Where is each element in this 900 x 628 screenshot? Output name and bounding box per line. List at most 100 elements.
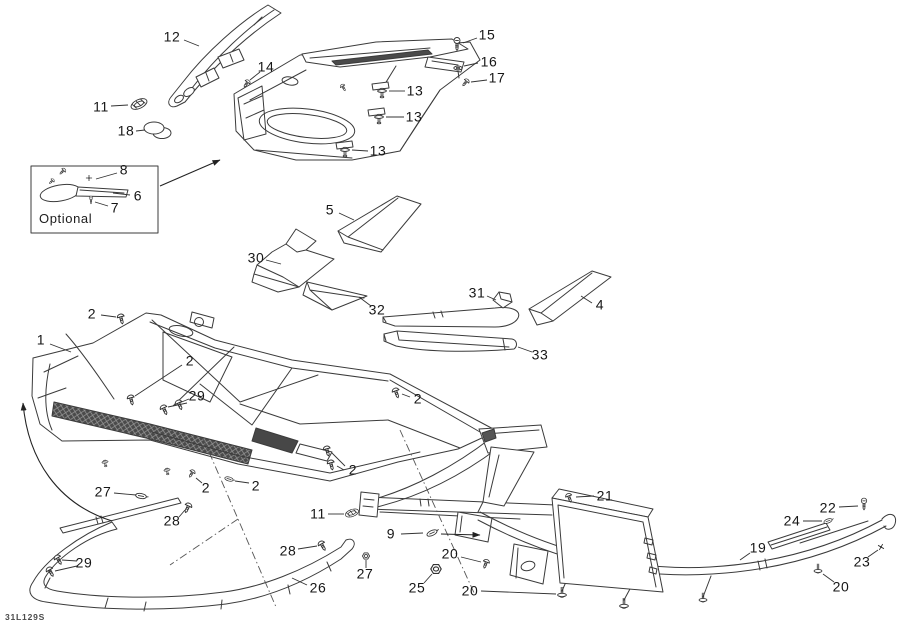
callout-11: 11 bbox=[93, 99, 109, 115]
callout-28: 28 bbox=[164, 513, 181, 529]
callout-22: 22 bbox=[820, 500, 837, 516]
fastener-boltdown bbox=[813, 563, 823, 574]
callout-26: 26 bbox=[310, 580, 327, 596]
fastener-screw bbox=[186, 468, 197, 480]
direction-arrow bbox=[20, 402, 113, 522]
callout-29: 29 bbox=[189, 388, 206, 404]
part-26-front-bumper bbox=[29, 521, 355, 612]
leader-line bbox=[135, 129, 146, 132]
callout-29: 29 bbox=[76, 555, 93, 571]
fastener-screw bbox=[460, 77, 471, 89]
part-1-bottom-pan bbox=[31, 311, 498, 482]
callout-20: 20 bbox=[462, 583, 479, 599]
callout-13: 13 bbox=[370, 143, 387, 159]
fastener-screw bbox=[115, 312, 127, 326]
fastener-vscrew bbox=[88, 195, 94, 205]
fastener-clip bbox=[134, 492, 150, 501]
callout-33: 33 bbox=[532, 347, 549, 363]
callout-18: 18 bbox=[118, 123, 135, 139]
leader-line bbox=[822, 573, 835, 583]
part-4-deflector bbox=[528, 270, 612, 326]
callout-11: 11 bbox=[310, 506, 326, 522]
leader-line bbox=[291, 577, 308, 586]
callout-2: 2 bbox=[349, 462, 357, 478]
leader-line bbox=[867, 549, 879, 558]
fastener-screw bbox=[57, 166, 68, 177]
part-33-strip bbox=[383, 330, 517, 352]
cap-18 bbox=[143, 121, 172, 139]
callout-25: 25 bbox=[409, 580, 426, 596]
diagram-code: 31L129S bbox=[5, 612, 46, 622]
fastener-clip bbox=[223, 475, 236, 483]
callout-7: 7 bbox=[111, 200, 119, 216]
leader-line bbox=[351, 149, 369, 152]
fastener-grommet bbox=[344, 507, 360, 519]
callout-2: 2 bbox=[186, 353, 194, 369]
leader-line bbox=[358, 296, 372, 307]
leader-line bbox=[338, 212, 355, 221]
leader-line bbox=[462, 37, 478, 44]
callout-31: 31 bbox=[469, 285, 486, 301]
leader-line bbox=[838, 505, 859, 508]
callout-28: 28 bbox=[280, 543, 297, 559]
callout-24: 24 bbox=[784, 513, 801, 529]
leader-line bbox=[61, 559, 78, 562]
callout-32: 32 bbox=[369, 302, 386, 318]
leader-line bbox=[195, 477, 203, 484]
callout-2: 2 bbox=[202, 480, 210, 496]
leader-line bbox=[463, 62, 479, 67]
fastener-clip bbox=[822, 516, 835, 525]
leader-line bbox=[183, 39, 200, 47]
alignment-dash-line bbox=[169, 518, 239, 566]
fastener-grommet bbox=[128, 95, 150, 113]
callout-8: 8 bbox=[120, 162, 128, 178]
callout-4: 4 bbox=[596, 297, 604, 313]
leader-line bbox=[178, 398, 190, 404]
leader-line bbox=[575, 495, 595, 498]
leader-line bbox=[249, 71, 261, 81]
console-top-panel bbox=[233, 38, 481, 161]
part-5-deflector bbox=[337, 195, 422, 253]
callout-1: 1 bbox=[37, 332, 45, 348]
leader-line bbox=[167, 402, 188, 408]
part-12-windshield-support bbox=[168, 4, 282, 108]
fastener-clip bbox=[425, 527, 441, 538]
leader-line bbox=[423, 573, 433, 584]
callout-13: 13 bbox=[406, 109, 423, 125]
callout-15: 15 bbox=[479, 27, 496, 43]
leader-line bbox=[113, 492, 137, 496]
alignment-dash-line bbox=[399, 429, 476, 596]
fastener-stud bbox=[101, 459, 110, 468]
fastener-screw bbox=[316, 539, 329, 553]
optional-kit-box bbox=[30, 165, 159, 234]
leader-line bbox=[480, 590, 557, 595]
leader-line bbox=[100, 314, 117, 318]
leader-line bbox=[234, 480, 250, 484]
callout-6: 6 bbox=[134, 188, 142, 204]
leader-line bbox=[49, 343, 72, 353]
callout-13: 13 bbox=[407, 83, 424, 99]
leader-line bbox=[134, 364, 183, 397]
leader-line bbox=[331, 452, 346, 467]
leader-line bbox=[460, 556, 482, 563]
part-32-deflector bbox=[302, 281, 368, 311]
leader-line bbox=[486, 295, 497, 301]
fastener-screw bbox=[480, 557, 492, 570]
callout-14: 14 bbox=[258, 59, 275, 75]
callout-21: 21 bbox=[597, 488, 614, 504]
rear-side-panel bbox=[509, 488, 664, 593]
fastener-washer bbox=[453, 65, 463, 71]
callout-27: 27 bbox=[357, 566, 374, 582]
callout-27: 27 bbox=[95, 484, 112, 500]
part-24-bracket-strip bbox=[767, 522, 831, 550]
leader-line bbox=[265, 259, 282, 265]
callout-5: 5 bbox=[326, 202, 334, 218]
leader-line bbox=[297, 545, 318, 550]
leader-line bbox=[110, 104, 129, 107]
optional-box-label: Optional bbox=[39, 211, 93, 226]
direction-arrow bbox=[159, 159, 221, 187]
leader-line bbox=[401, 393, 411, 398]
